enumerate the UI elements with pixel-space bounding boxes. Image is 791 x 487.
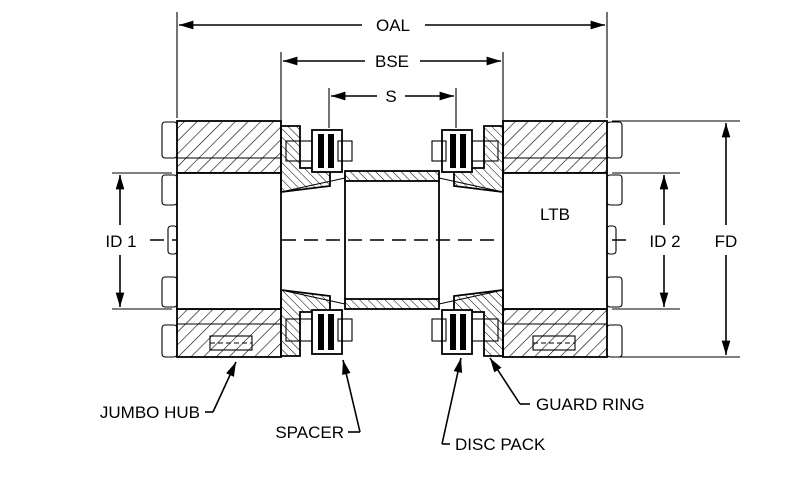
- callout-jumbo-hub: JUMBO HUB: [100, 403, 200, 422]
- dim-label-s: S: [385, 87, 396, 106]
- left-disc-pack-assembly: [280, 125, 353, 357]
- left-jumbo-hub: [161, 120, 282, 358]
- callout-guard-ring: GUARD RING: [536, 395, 645, 414]
- dim-label-id2: ID 2: [649, 232, 680, 251]
- dim-label-bse: BSE: [375, 52, 409, 71]
- leader-lines: [205, 357, 530, 445]
- right-disc-pack-assembly: [431, 125, 504, 357]
- dim-label-oal: OAL: [376, 16, 410, 35]
- spacer-tube: [344, 170, 440, 310]
- right-jumbo-hub: [502, 120, 623, 358]
- dim-label-ltb: LTB: [540, 205, 570, 224]
- callout-spacer: SPACER: [275, 423, 344, 442]
- callout-disc-pack: DISC PACK: [455, 435, 546, 454]
- dim-label-id1: ID 1: [105, 232, 136, 251]
- extension-lines: [112, 12, 740, 358]
- dim-label-fd: FD: [715, 232, 738, 251]
- dimension-lines: [115, 20, 731, 355]
